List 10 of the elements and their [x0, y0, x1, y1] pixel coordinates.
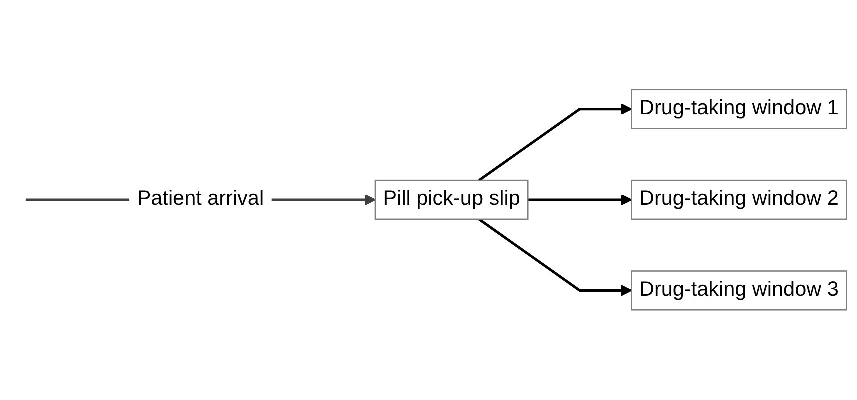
node-box: Drug-taking window 3	[631, 270, 848, 311]
arrow	[478, 104, 632, 182]
arrow	[272, 194, 376, 206]
arrow	[478, 218, 632, 296]
node-box: Pill pick-up slip	[374, 180, 529, 220]
arrow	[528, 194, 632, 206]
connector	[26, 198, 130, 202]
node-box: Drug-taking window 2	[631, 180, 848, 220]
node-text: Patient arrival	[137, 188, 264, 210]
node-box: Drug-taking window 1	[631, 89, 848, 130]
